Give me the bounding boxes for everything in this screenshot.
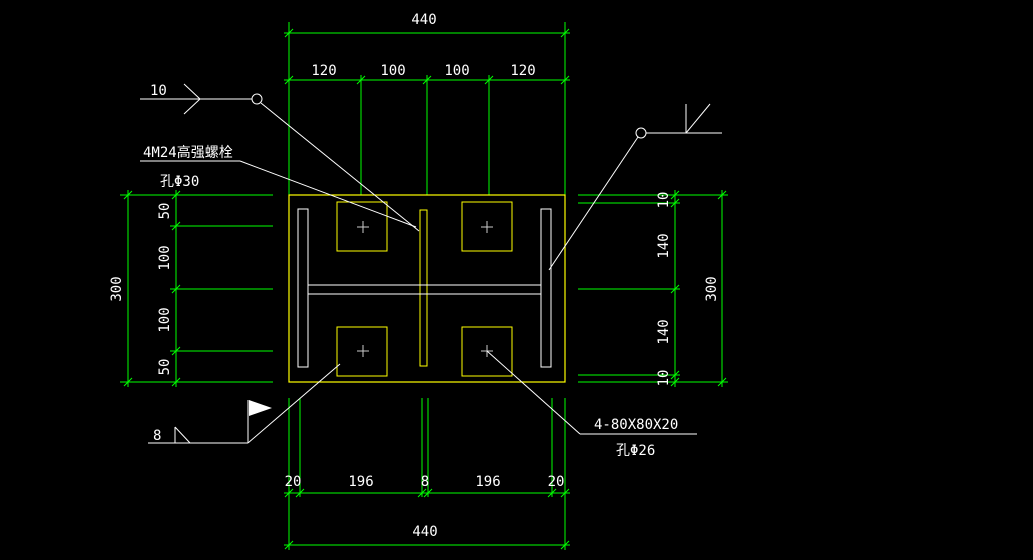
right-overall-dim-label: 300 [704,276,720,301]
central-stiffener-plate [419,209,428,367]
top-dim-segment-3: 100 [444,63,469,79]
left-dim-segment-1: 50 [157,203,173,220]
left-dimension-group [120,190,273,387]
left-dim-segment-2: 100 [157,245,173,270]
top-dim-segment-1: 120 [311,63,336,79]
base-plate [288,194,566,383]
bottom-dim-segment-5: 20 [548,474,565,490]
left-dim-segment-4: 50 [157,359,173,376]
bottom-dim-segment-1: 20 [285,474,302,490]
bottom-overall-dim-label: 440 [412,524,437,540]
top-dim-segment-2: 100 [380,63,405,79]
leader-lines [140,83,722,444]
bottom-dim-segment-4: 196 [475,474,500,490]
bolt-center-marks [357,221,493,357]
bottom-dim-segment-3: 8 [421,474,429,490]
washer-plate-bottom-left [336,326,388,377]
bottom-dimension-group [284,398,570,550]
right-dim-segment-1: 10 [656,192,672,209]
washer-plate-bottom-right [461,326,513,377]
column-web [307,284,542,295]
weld-size-bottom: 8 [153,428,161,444]
bolt-note-line2: 孔Φ30 [160,174,199,190]
plate-note-line1: 4-80X80X20 [594,417,678,433]
top-dim-segment-4: 120 [510,63,535,79]
washer-plate-top-right [461,201,513,252]
bolt-note-line1: 4M24高强螺栓 [143,144,233,161]
weld-flag-icon [249,400,272,416]
left-dim-segment-3: 100 [157,307,173,332]
right-dimension-group [578,190,728,387]
right-dim-segment-3: 140 [656,319,672,344]
left-overall-dim-label: 300 [109,276,125,301]
h-section-column [297,208,552,368]
top-dimension-group [284,22,570,195]
washer-plate-top-left [336,201,388,252]
right-dim-segment-4: 10 [656,370,672,387]
top-overall-dim-label: 440 [411,12,436,28]
plate-note-line2: 孔Φ26 [616,443,655,459]
weld-size-top: 10 [150,83,167,99]
bottom-dim-segment-2: 196 [348,474,373,490]
right-dim-segment-2: 140 [656,233,672,258]
